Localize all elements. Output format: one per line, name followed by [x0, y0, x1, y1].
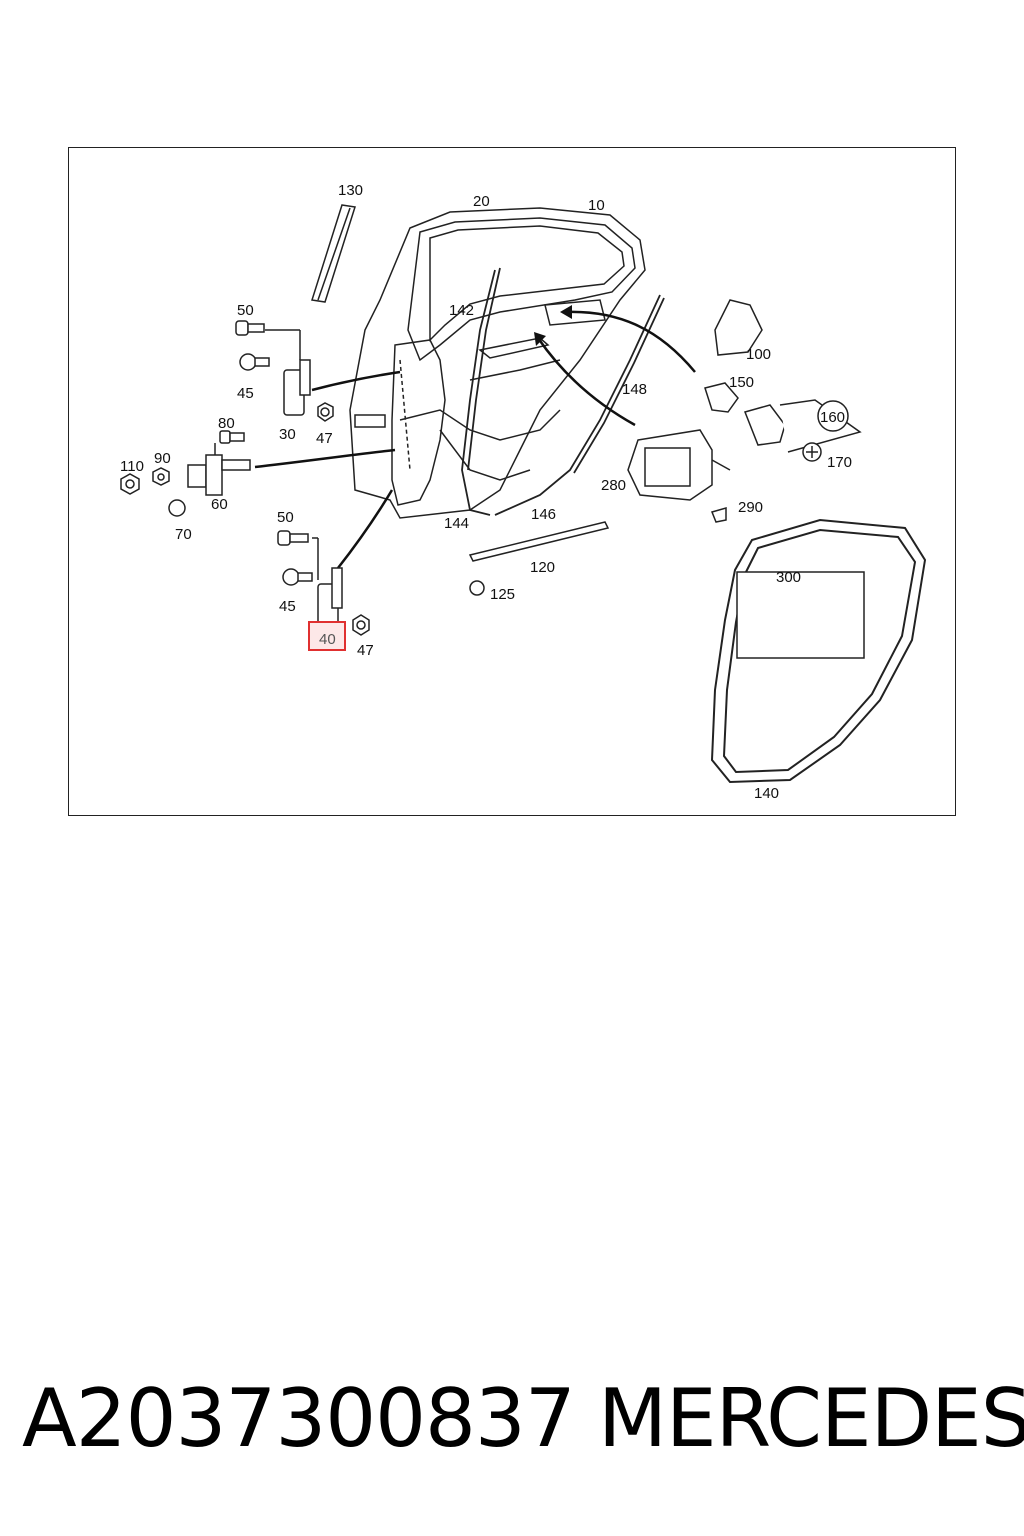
clip-290	[710, 507, 727, 523]
callout-160: 160	[820, 409, 845, 426]
highlight-box	[308, 621, 346, 651]
callout-40: 40	[319, 631, 336, 648]
callout-50-lower: 50	[277, 509, 294, 526]
callout-120: 120	[530, 559, 555, 576]
callout-125: 125	[490, 586, 515, 603]
rear-door-shell	[349, 207, 646, 519]
callout-70: 70	[175, 526, 192, 543]
callout-140: 140	[754, 785, 779, 802]
hinge-lower-40	[312, 537, 343, 625]
callout-170: 170	[827, 454, 852, 471]
callout-90: 90	[154, 450, 171, 467]
callout-60: 60	[211, 496, 228, 513]
callout-labels: 130 20 10 142 50 45 30 47 80 110 90 60 7…	[120, 182, 852, 802]
module-280	[627, 429, 731, 501]
bracket-150	[704, 382, 739, 413]
callout-280: 280	[601, 477, 626, 494]
nuts	[120, 402, 370, 636]
callout-30: 30	[279, 426, 296, 443]
callout-45-lower: 45	[279, 598, 296, 615]
callout-142: 142	[449, 302, 474, 319]
door-seal-140	[710, 518, 927, 784]
arrow-heads	[534, 305, 572, 346]
strip-120	[468, 521, 610, 562]
callout-110: 110	[120, 458, 144, 475]
callout-80: 80	[218, 415, 235, 432]
callout-45-upper: 45	[237, 385, 254, 402]
callout-47-lower: 47	[357, 642, 374, 659]
bolts	[219, 320, 313, 586]
clip-160	[743, 399, 862, 453]
callout-10: 10	[588, 197, 605, 214]
clip-125	[469, 580, 485, 596]
callout-146: 146	[531, 506, 556, 523]
callout-100: 100	[746, 346, 771, 363]
cover-100	[714, 299, 763, 356]
diagram-frame	[68, 147, 956, 816]
callout-144: 144	[444, 515, 469, 532]
door-check-60	[187, 443, 251, 496]
part-number: A2037300837	[22, 1372, 576, 1465]
callout-150: 150	[729, 374, 754, 391]
callout-290: 290	[738, 499, 763, 516]
callout-148: 148	[622, 381, 647, 398]
callout-130: 130	[338, 182, 363, 199]
callout-300: 300	[776, 569, 801, 586]
assembly-arrows	[254, 310, 696, 569]
brand-name: MERCEDES	[598, 1372, 1024, 1465]
screw-170	[802, 442, 822, 462]
callout-20: 20	[473, 193, 490, 210]
hinge-upper-30	[265, 329, 311, 416]
trim-strip-130	[311, 204, 356, 303]
callout-50-upper: 50	[237, 302, 254, 319]
callout-47-upper: 47	[316, 430, 333, 447]
